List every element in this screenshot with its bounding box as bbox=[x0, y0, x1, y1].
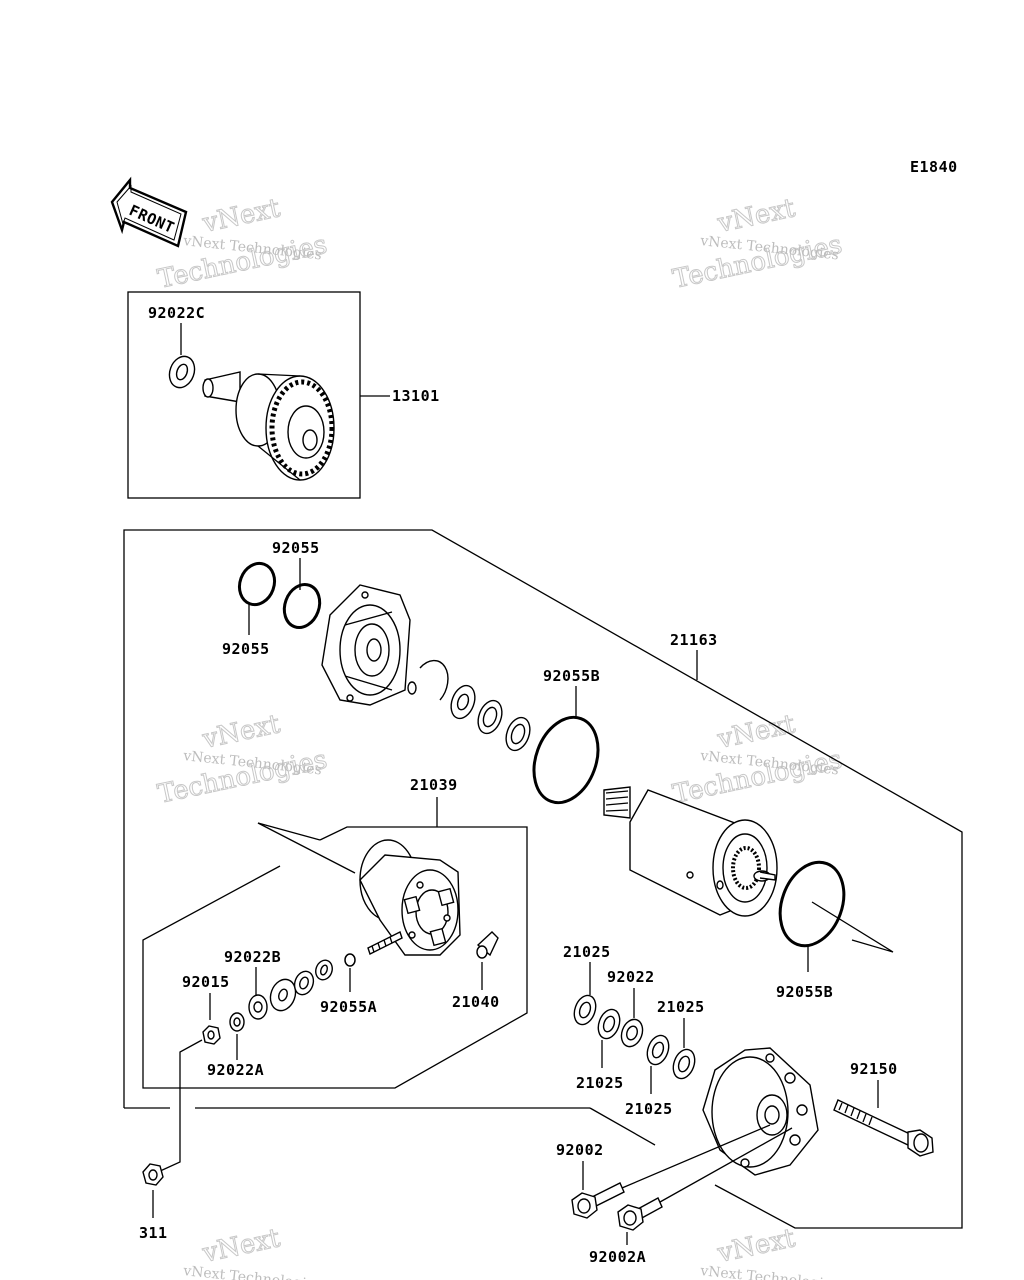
front-cover bbox=[321, 584, 411, 706]
part-label-21025-c: 21025 bbox=[657, 998, 705, 1016]
o-ring-92055-a bbox=[237, 561, 277, 607]
watermark-top-right: vNext Technologies vNext Technologies bbox=[670, 193, 846, 296]
o-ring-92055-b bbox=[282, 583, 322, 629]
starter-clutch-gear bbox=[202, 371, 335, 481]
starter-yoke bbox=[603, 786, 778, 917]
o-ring-92055B-top bbox=[532, 715, 600, 805]
part-label-21163: 21163 bbox=[670, 631, 718, 649]
svg-text:vNext Technologies: vNext Technologies bbox=[182, 1263, 323, 1280]
part-label-21025-a: 21025 bbox=[563, 943, 611, 961]
watermark-bottom-right: vNext vNext Technologies bbox=[699, 1223, 840, 1280]
part-label-92002: 92002 bbox=[556, 1141, 604, 1159]
o-ring-92055A bbox=[344, 953, 356, 967]
o-ring-92055B-bottom bbox=[778, 860, 846, 948]
brush-holder bbox=[359, 839, 461, 956]
part-label-92150: 92150 bbox=[850, 1060, 898, 1078]
part-label-92022: 92022 bbox=[607, 968, 655, 986]
bolt-92002A bbox=[617, 1127, 793, 1231]
part-label-92055-bottom: 92055 bbox=[222, 640, 270, 658]
part-label-92055B-bottom: 92055B bbox=[776, 983, 833, 1001]
bolt-92002 bbox=[571, 1124, 771, 1219]
svg-text:vNext: vNext bbox=[714, 1223, 798, 1269]
svg-text:vNext: vNext bbox=[714, 193, 798, 239]
bolt-92150 bbox=[833, 1099, 934, 1157]
part-label-92022B: 92022B bbox=[224, 948, 281, 966]
svg-text:vNext: vNext bbox=[199, 193, 283, 239]
watermark-top-left: vNext Technologies vNext Technologies bbox=[155, 193, 331, 296]
front-arrow-icon: FRONT bbox=[110, 176, 188, 248]
part-label-92002A: 92002A bbox=[589, 1248, 646, 1266]
part-label-311: 311 bbox=[139, 1224, 168, 1242]
svg-text:vNext: vNext bbox=[199, 1223, 283, 1269]
part-label-92055B-top: 92055B bbox=[543, 667, 600, 685]
rear-cover bbox=[702, 1047, 819, 1176]
watermark-mid-left: vNext Technologies vNext Technologies bbox=[155, 709, 331, 811]
part-label-92022A: 92022A bbox=[207, 1061, 264, 1079]
brush-holder-outline bbox=[142, 826, 528, 1089]
svg-text:vNext: vNext bbox=[199, 709, 283, 755]
starter-motor-outline bbox=[123, 529, 963, 1229]
watermark-bottom-left: vNext vNext Technologies bbox=[182, 1223, 323, 1280]
part-label-21025-b: 21025 bbox=[576, 1074, 624, 1092]
svg-text:vNext Technologies: vNext Technologies bbox=[699, 1263, 840, 1280]
part-label-92015: 92015 bbox=[182, 973, 230, 991]
part-label-21025-d: 21025 bbox=[625, 1100, 673, 1118]
part-label-21040: 21040 bbox=[452, 993, 500, 1011]
part-label-92022C: 92022C bbox=[148, 304, 205, 322]
watermark-mid-right: vNext Technologies vNext Technologies bbox=[670, 709, 846, 811]
starter-clutch-box: 13101 92022C bbox=[127, 291, 440, 499]
diagram-code: E1840 bbox=[910, 158, 958, 176]
part-label-21039: 21039 bbox=[410, 776, 458, 794]
lock-plate bbox=[419, 659, 449, 701]
part-label-92055-top: 92055 bbox=[272, 539, 320, 557]
part-label-13101: 13101 bbox=[392, 387, 440, 405]
part-label-92055A: 92055A bbox=[320, 998, 377, 1016]
